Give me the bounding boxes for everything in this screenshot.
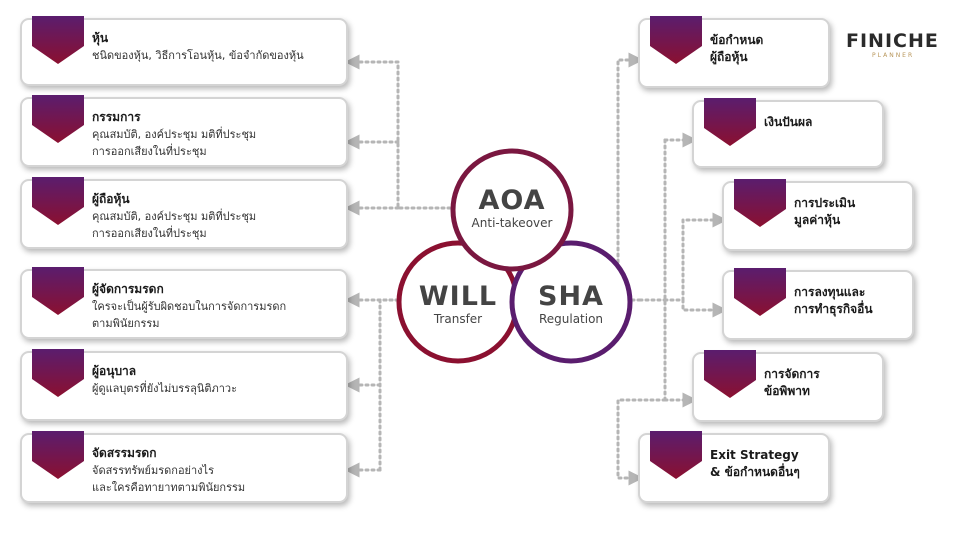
sha-label: SHA Regulation [511,281,631,326]
aoa-connector-trunk [396,60,452,210]
card-title: จัดสรรมรดก [92,446,157,460]
card-title: ผู้อนุบาล [92,364,137,378]
ribbon-icon [704,98,756,146]
ribbon-icon [32,431,84,479]
card-share: หุ้น ชนิดของหุ้น, วิธีการโอนหุ้น, ข้อจำก… [20,16,348,86]
card-executor: ผู้จัดการมรดก ใครจะเป็นผู้รับผิดชอบในการ… [20,267,348,339]
ribbon-icon [734,268,786,316]
ribbon-icon [32,349,84,397]
card-desc: จัดสรรทรัพย์มรดกอย่างไร และใครคือทายาทตา… [92,464,246,494]
aoa-title: AOA [478,185,546,216]
card-valuation: การประเมิน มูลค่าหุ้น [722,179,914,251]
card-inheritance: จัดสรรมรดก จัดสรรทรัพย์มรดกอย่างไร และใค… [20,431,348,503]
card-desc: ใครจะเป็นผู้รับผิดชอบในการจัดการมรดก ตาม… [92,300,287,330]
logo-text: FINICHE [846,30,939,52]
card-investment: การลงทุนและ การทำธุรกิจอื่น [722,268,914,340]
card-title: การประเมิน มูลค่าหุ้น [794,196,856,227]
card-shareholder-terms: ข้อกำหนด ผู้ถือหุ้น [638,16,830,88]
card-title: ผู้ถือหุ้น [92,192,130,206]
card-title: เงินปันผล [764,115,813,129]
ribbon-icon [32,16,84,64]
ribbon-icon [650,16,702,64]
card-desc: ผู้ดูแลบุตรที่ยังไม่บรรลุนิติภาวะ [92,382,238,395]
aoa-label: AOA Anti-takeover [452,185,572,230]
ribbon-icon [704,350,756,398]
card-desc: คุณสมบัติ, องค์ประชุม มติที่ประชุม การออ… [92,128,257,158]
card-title: การจัดการ ข้อพิพาท [764,367,820,398]
aoa-circle [450,148,574,272]
card-title: การลงทุนและ การทำธุรกิจอื่น [794,285,873,316]
will-label: WILL Transfer [398,281,518,326]
card-guardian: ผู้อนุบาล ผู้ดูแลบุตรที่ยังไม่บรรลุนิติภ… [20,349,348,421]
sha-circle [509,240,633,364]
sha-to-exit-connector [616,398,667,486]
sha-subtitle: Regulation [538,312,604,326]
ribbon-icon [734,179,786,227]
will-title: WILL [418,281,498,312]
logo-subtext: PLANNER [872,52,915,59]
ribbon-icon [32,95,84,143]
will-subtitle: Transfer [433,312,483,326]
card-title: กรรมการ [92,110,141,124]
card-director: กรรมการ คุณสมบัติ, องค์ประชุม มติที่ประช… [20,95,348,167]
sha-to-investment-connector [681,298,728,318]
ribbon-icon [650,431,702,479]
card-dividend: เงินปันผล [692,98,884,168]
card-title: ผู้จัดการมรดก [92,282,164,296]
card-exit-strategy: Exit Strategy & ข้อกำหนดอื่นๆ [638,431,830,503]
card-title: Exit Strategy & ข้อกำหนดอื่นๆ [710,448,800,479]
card-title: หุ้น [92,31,109,45]
ribbon-icon [32,177,84,225]
card-shareholder: ผู้ถือหุ้น คุณสมบัติ, องค์ประชุม มติที่ป… [20,177,348,249]
card-title: ข้อกำหนด ผู้ถือหุ้น [710,33,764,64]
sha-title: SHA [538,281,604,312]
sha-to-valuation-connector [663,212,728,302]
aoa-subtitle: Anti-takeover [471,216,553,230]
card-desc: ชนิดของหุ้น, วิธีการโอนหุ้น, ข้อจำกัดของ… [92,49,304,62]
card-dispute: การจัดการ ข้อพิพาท [692,350,884,422]
ribbon-icon [32,267,84,315]
card-desc: คุณสมบัติ, องค์ประชุม มติที่ประชุม การออ… [92,210,257,240]
